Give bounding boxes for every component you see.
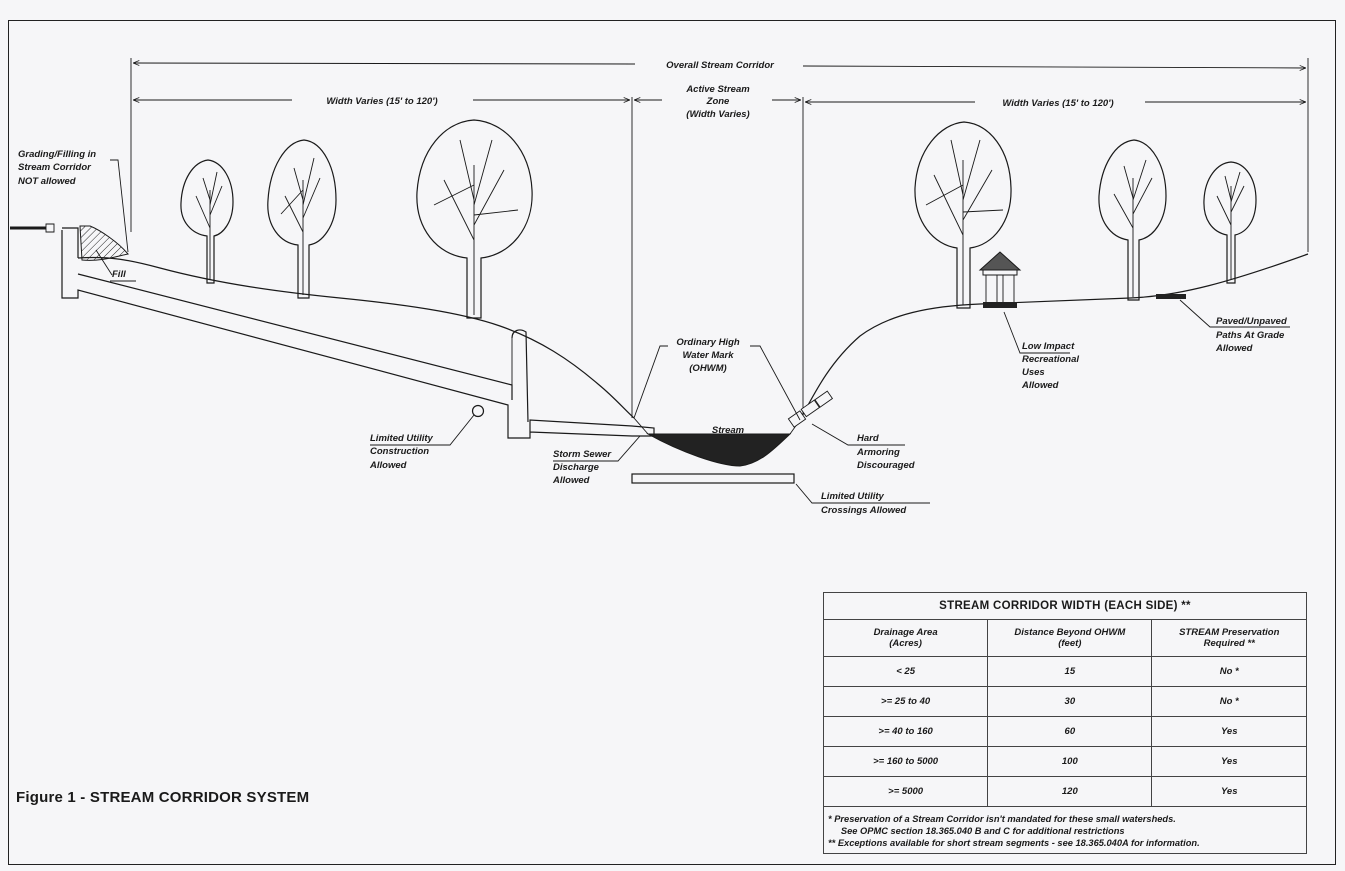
stream-label: Stream [712, 425, 745, 436]
left-bank-ground [77, 256, 635, 419]
tree-icon [416, 119, 533, 319]
active-zone-label-2: Zone [706, 96, 730, 107]
storm-sewer-pipe [10, 223, 655, 439]
utility-construction-label-1: Limited Utility [370, 433, 434, 444]
utility-pipe-icon [471, 404, 485, 418]
tree-icon [180, 159, 234, 284]
ohwm-label-1: Ordinary High [676, 337, 740, 348]
cell-preservation: Yes [1151, 746, 1307, 777]
utility-construction-label-3: Allowed [369, 460, 407, 471]
active-zone-dimension: Active Stream Zone (Width Varies) [631, 84, 804, 420]
stream-channel [646, 433, 792, 467]
low-impact-label-4: Allowed [1021, 380, 1059, 391]
storm-sewer-label-3: Allowed [552, 475, 590, 486]
cell-distance: 100 [987, 746, 1153, 777]
note-line: * Preservation of a Stream Corridor isn'… [828, 814, 1176, 824]
cell-drainage: < 25 [822, 656, 989, 687]
grading-label-3: NOT allowed [18, 176, 76, 187]
storm-sewer-callout: Storm Sewer Discharge Allowed [552, 435, 641, 486]
utility-crossings-callout: Limited Utility Crossings Allowed [795, 483, 930, 516]
fill-hatch [79, 225, 129, 261]
right-width-dimension: Width Varies (15' to 120') [805, 98, 1306, 109]
utility-construction-label-2: Construction [370, 446, 429, 457]
cell-preservation: Yes [1151, 716, 1307, 747]
cell-drainage: >= 40 to 160 [822, 716, 989, 747]
note-line: ** Exceptions available for short stream… [828, 838, 1200, 848]
path-segment [1156, 294, 1186, 299]
cell-drainage: >= 25 to 40 [822, 686, 989, 717]
cell-distance: 30 [987, 686, 1153, 717]
corridor-width-table: STREAM CORRIDOR WIDTH (EACH SIDE) ** Dra… [822, 592, 1307, 854]
table-row: >= 40 to 160 60 Yes [822, 716, 1307, 747]
left-width-label: Width Varies (15' to 120') [326, 96, 437, 107]
tree-icon [1203, 161, 1257, 284]
ohwm-label-2: Water Mark [682, 350, 734, 361]
paths-label-1: Paved/Unpaved [1216, 316, 1287, 327]
table-row: >= 160 to 5000 100 Yes [822, 746, 1307, 777]
grading-label-2: Stream Corridor [18, 162, 92, 173]
paths-label-3: Allowed [1215, 343, 1253, 354]
storm-sewer-label-1: Storm Sewer [553, 449, 612, 460]
figure-title: Figure 1 - STREAM CORRIDOR SYSTEM [16, 789, 310, 806]
hard-armoring-label-2: Armoring [856, 447, 900, 458]
overall-dimension: Overall Stream Corridor [130, 58, 1309, 252]
cell-distance: 120 [987, 776, 1153, 807]
utility-crossings-label-1: Limited Utility [821, 491, 885, 502]
cell-preservation: No * [1151, 656, 1307, 687]
table-header-row: Drainage Area(Acres) Distance Beyond OHW… [822, 619, 1307, 657]
table-title: STREAM CORRIDOR WIDTH (EACH SIDE) ** [823, 592, 1307, 620]
gazebo-icon [978, 251, 1022, 308]
utility-crossing-pipe [631, 473, 795, 484]
paths-label-2: Paths At Grade [1216, 330, 1285, 341]
cell-drainage: >= 160 to 5000 [822, 746, 989, 777]
grading-label-1: Grading/Filling in [18, 149, 96, 160]
active-zone-label-1: Active Stream [685, 84, 750, 95]
active-zone-label-3: (Width Varies) [686, 109, 749, 120]
hard-armoring-label-1: Hard [857, 433, 879, 444]
right-width-label: Width Varies (15' to 120') [1002, 98, 1113, 109]
cell-distance: 15 [987, 656, 1153, 687]
table-row: >= 5000 120 Yes [822, 776, 1307, 807]
utility-construction-callout: Limited Utility Construction Allowed [369, 414, 475, 471]
cell-distance: 60 [987, 716, 1153, 747]
ohwm-callout: Ordinary High Water Mark (OHWM) [633, 337, 801, 421]
fill-label: Fill [112, 269, 126, 280]
paths-callout: Paved/Unpaved Paths At Grade Allowed [1179, 299, 1290, 354]
cell-preservation: No * [1151, 686, 1307, 717]
header-distance: Distance Beyond OHWM(feet) [987, 619, 1153, 657]
tree-icon [267, 139, 337, 299]
low-impact-label-3: Uses [1022, 367, 1045, 378]
table-row: < 25 15 No * [822, 656, 1307, 687]
header-drainage-area: Drainage Area(Acres) [822, 619, 989, 657]
low-impact-label-1: Low Impact [1022, 341, 1075, 352]
grading-callout: Grading/Filling in Stream Corridor NOT a… [18, 149, 129, 253]
hard-armoring-label-3: Discouraged [857, 460, 915, 471]
cell-preservation: Yes [1151, 776, 1307, 807]
fill-callout: Fill [95, 249, 136, 282]
storm-sewer-label-2: Discharge [553, 462, 600, 473]
overall-corridor-label: Overall Stream Corridor [666, 60, 775, 71]
table-row: >= 25 to 40 30 No * [822, 686, 1307, 717]
cell-drainage: >= 5000 [822, 776, 989, 807]
low-impact-callout: Low Impact Recreational Uses Allowed [1003, 311, 1079, 391]
hard-armoring-callout: Hard Armoring Discouraged [811, 423, 915, 471]
tree-icon [914, 121, 1012, 309]
ohwm-label-3: (OHWM) [689, 363, 726, 374]
low-impact-label-2: Recreational [1022, 354, 1079, 365]
utility-crossings-label-2: Crossings Allowed [821, 505, 906, 516]
note-line: See OPMC section 18.365.040 B and C for … [828, 826, 1125, 836]
figure-frame [8, 20, 1336, 865]
riprap-armoring [787, 390, 834, 428]
tree-icon [1098, 139, 1167, 301]
table-notes: * Preservation of a Stream Corridor isn'… [823, 806, 1307, 854]
left-width-dimension: Width Varies (15' to 120') [133, 96, 630, 107]
